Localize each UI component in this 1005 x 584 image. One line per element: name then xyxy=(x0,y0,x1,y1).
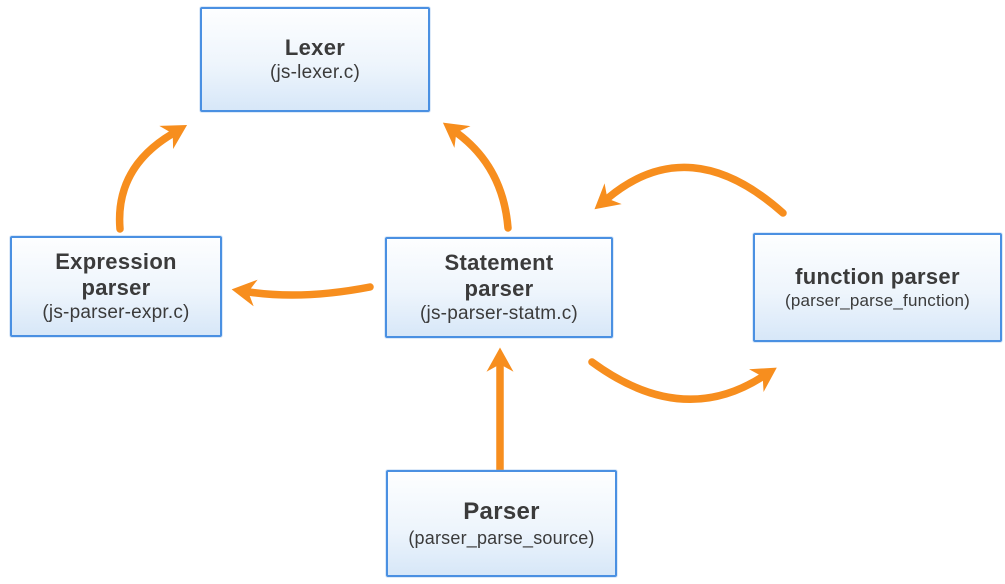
arrow-function-parser-to-statement-parser xyxy=(594,163,787,217)
node-subtitle: (js-parser-expr.c) xyxy=(42,302,190,324)
node-title: Statement parser xyxy=(444,249,554,301)
node-subtitle: (parser_parse_source) xyxy=(408,528,595,549)
node-subtitle: (js-lexer.c) xyxy=(269,62,360,84)
arrow-statement-parser-to-function-parser xyxy=(588,358,777,403)
arrow-expression-parser-to-lexer xyxy=(115,125,188,233)
node-subtitle: (js-parser-statm.c) xyxy=(420,303,578,325)
arrow-statement-parser-to-lexer xyxy=(442,122,512,232)
node-title: Expression parser xyxy=(55,248,177,300)
node-title: Lexer xyxy=(284,34,346,60)
node-statement-parser: Statement parser (js-parser-statm.c) xyxy=(385,237,613,338)
node-expression-parser: Expression parser (js-parser-expr.c) xyxy=(10,236,222,337)
node-title: function parser xyxy=(795,263,960,289)
node-parser: Parser (parser_parse_source) xyxy=(386,470,617,577)
node-title: Parser xyxy=(463,497,540,525)
arrow-statement-parser-to-expression-parser xyxy=(231,279,374,307)
node-function-parser: function parser (parser_parse_function) xyxy=(753,233,1002,342)
node-lexer: Lexer (js-lexer.c) xyxy=(200,7,430,112)
node-subtitle: (parser_parse_function) xyxy=(784,291,971,311)
